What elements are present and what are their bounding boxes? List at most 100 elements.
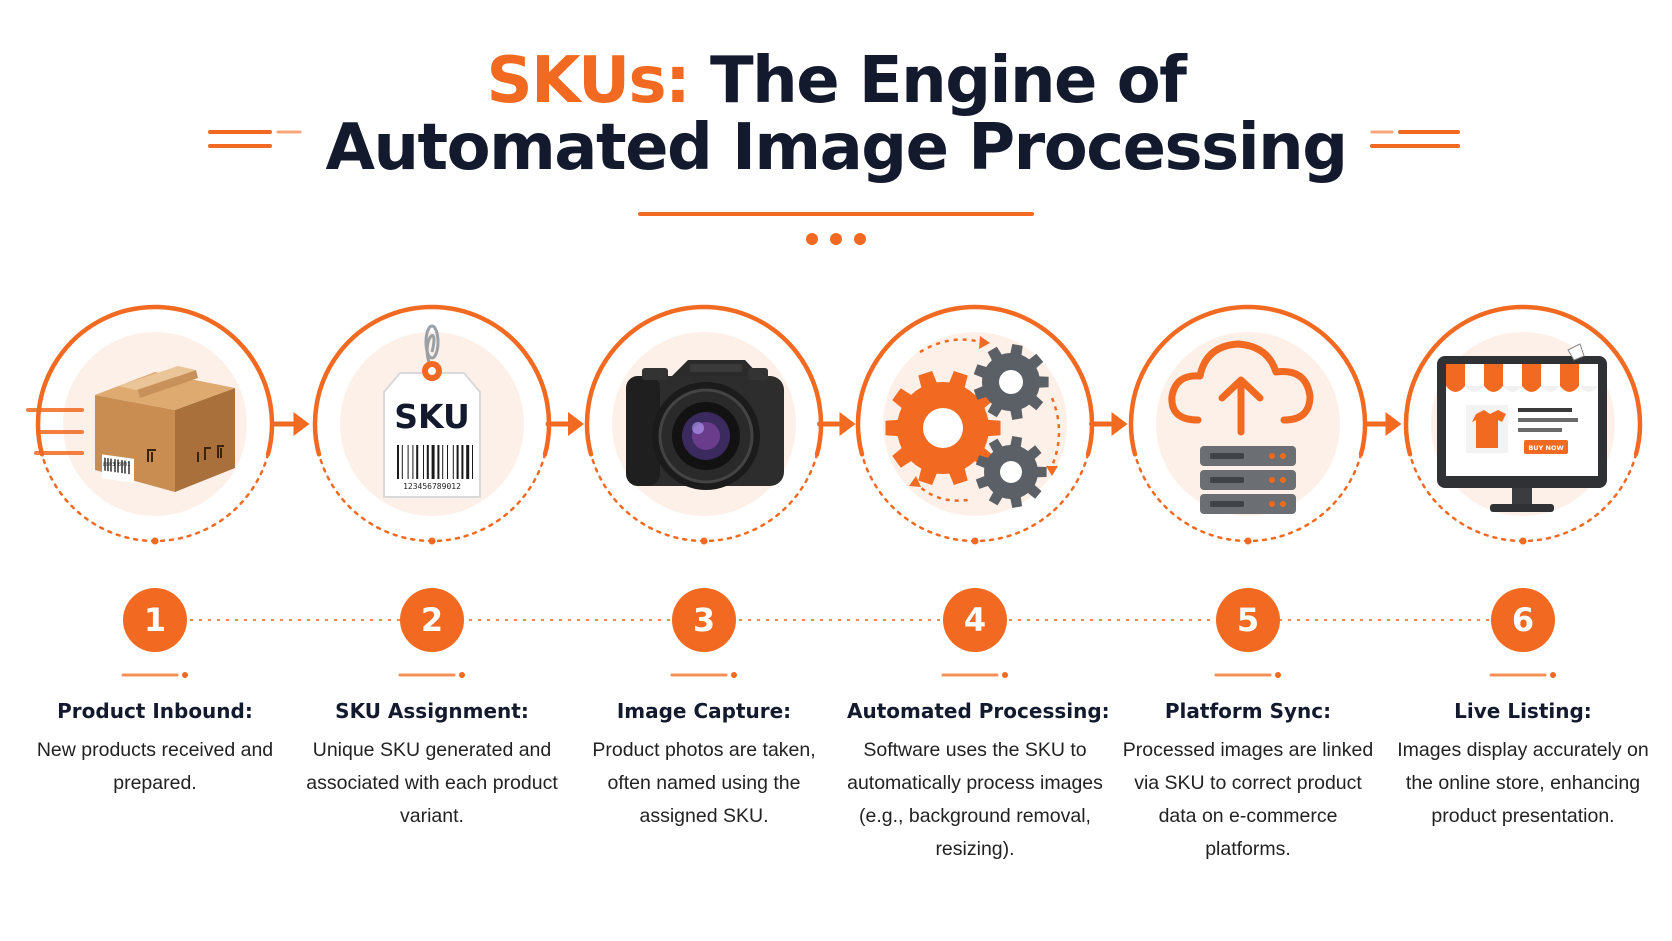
awning-scallop <box>1522 386 1541 392</box>
number-underline-5 <box>1214 672 1281 678</box>
server-light <box>1280 501 1286 507</box>
step-arrow-4 <box>1089 412 1128 436</box>
cloud-server-icon <box>1168 340 1314 514</box>
awning-scallop <box>1579 386 1598 392</box>
server-light <box>1269 477 1275 483</box>
barcode-bar <box>456 445 459 479</box>
gear-hole <box>1000 461 1022 483</box>
barcode-bar <box>466 445 470 479</box>
title-decoration-left <box>208 130 302 148</box>
server-light <box>1280 453 1286 459</box>
awning-stripe <box>1484 364 1503 386</box>
step-ring-solid-arc <box>1403 304 1643 457</box>
barcode-bar <box>423 445 424 479</box>
server-rack <box>1200 446 1296 514</box>
number-underline-2 <box>398 672 465 678</box>
step-description-5: Processed images are linked via SKU to c… <box>1122 739 1374 860</box>
step-description-4: Software uses the SKU to automatically p… <box>847 739 1103 860</box>
server-light <box>1269 453 1275 459</box>
awning-scallop <box>1503 386 1522 392</box>
step-ring-solid-arc <box>584 304 824 457</box>
barcode-bar <box>472 445 473 479</box>
step-ring-solid-arc <box>312 304 552 457</box>
step-ring-dot <box>700 537 708 545</box>
step-arrow-head <box>1111 412 1128 436</box>
barcode-bar <box>401 445 403 479</box>
step-arrow-5 <box>1363 412 1402 436</box>
number-underlines <box>121 672 1556 678</box>
step-ring-dot <box>1519 537 1527 545</box>
bottom-gray-gear <box>975 436 1047 508</box>
awning-scallop <box>1446 386 1465 392</box>
number-underline-dot <box>1550 672 1556 678</box>
step-arrows <box>271 412 1402 436</box>
sku-barcode <box>397 445 473 479</box>
server-body <box>1200 446 1296 466</box>
title-accent: SKUs: <box>486 44 691 118</box>
step-description-2: Unique SKU generated and associated with… <box>306 739 558 827</box>
buy-now-label: BUY NOW <box>1528 444 1563 452</box>
step-title-2: SKU Assignment: <box>335 699 529 723</box>
server-slot <box>1210 501 1244 507</box>
storefront-monitor-icon: BUY NOW <box>1437 343 1607 512</box>
step-title-6: Live Listing: <box>1454 699 1592 723</box>
step-ring-dot <box>971 537 979 545</box>
step-arrow-head <box>568 412 584 436</box>
barcode-bar <box>452 445 454 479</box>
gear-hole <box>999 370 1023 394</box>
page-title-line-1: SKUs: The Engine of <box>0 45 1672 117</box>
server-unit-2 <box>1200 470 1296 490</box>
top-gray-gear <box>973 344 1049 420</box>
step-ring-solid-arc <box>1128 304 1368 457</box>
step-ring-solid-arc <box>35 304 275 457</box>
server-unit-3 <box>1200 494 1296 514</box>
page-title-line-2: Automated Image Processing <box>325 111 1348 185</box>
box-barcode-text: 8803 8001 <box>103 462 130 468</box>
server-body <box>1200 470 1296 490</box>
step-ring-dot <box>1244 537 1252 545</box>
sku-tag-label: SKU <box>394 397 470 436</box>
number-underline-1 <box>121 672 188 678</box>
step-title-3: Image Capture: <box>616 699 792 723</box>
step-arrow-1 <box>271 412 310 436</box>
step-ring-dot <box>151 537 159 545</box>
step-number-4: 4 <box>943 588 1007 652</box>
awning-stripe <box>1503 364 1522 386</box>
step-arrow-3 <box>817 412 856 436</box>
step-title-5: Platform Sync: <box>1164 699 1332 723</box>
step-title-1: Product Inbound: <box>57 699 253 723</box>
awning-scallop <box>1484 386 1503 392</box>
step-arrow-head <box>293 412 310 436</box>
barcode-bar <box>397 445 399 479</box>
barcode-bar <box>437 445 440 479</box>
number-underline-dot <box>182 672 188 678</box>
step-arrow-head <box>1385 412 1402 436</box>
title-rest: The Engine of <box>689 44 1187 118</box>
server-slot <box>1210 453 1244 459</box>
awning-scallop <box>1465 386 1484 392</box>
barcode-bar <box>447 445 448 479</box>
number-underline-3 <box>670 672 737 678</box>
step-description-6: Images display accurately on the online … <box>1397 739 1649 827</box>
barcode-bar <box>412 445 414 479</box>
awning-scallop <box>1541 386 1560 392</box>
step-ring-solid-arc <box>855 304 1095 457</box>
barcode-bar <box>461 445 464 479</box>
gear-hole <box>923 408 963 448</box>
awning-stripe <box>1579 364 1598 386</box>
step-description-3: Product photos are taken, often named us… <box>592 739 816 827</box>
step-arrow-head <box>839 412 856 436</box>
title-dots <box>806 233 866 245</box>
number-underline-dot <box>459 672 465 678</box>
step-number-6: 6 <box>1491 588 1555 652</box>
number-underline-6 <box>1489 672 1556 678</box>
package-box-icon: 8803 8001 <box>26 366 235 492</box>
store-awning <box>1446 364 1598 392</box>
awning-stripe <box>1446 364 1465 386</box>
step-number-1: 1 <box>123 588 187 652</box>
server-light <box>1280 477 1286 483</box>
step-number-2: 2 <box>400 588 464 652</box>
step-ring-dot <box>428 537 436 545</box>
number-underline-dot <box>731 672 737 678</box>
